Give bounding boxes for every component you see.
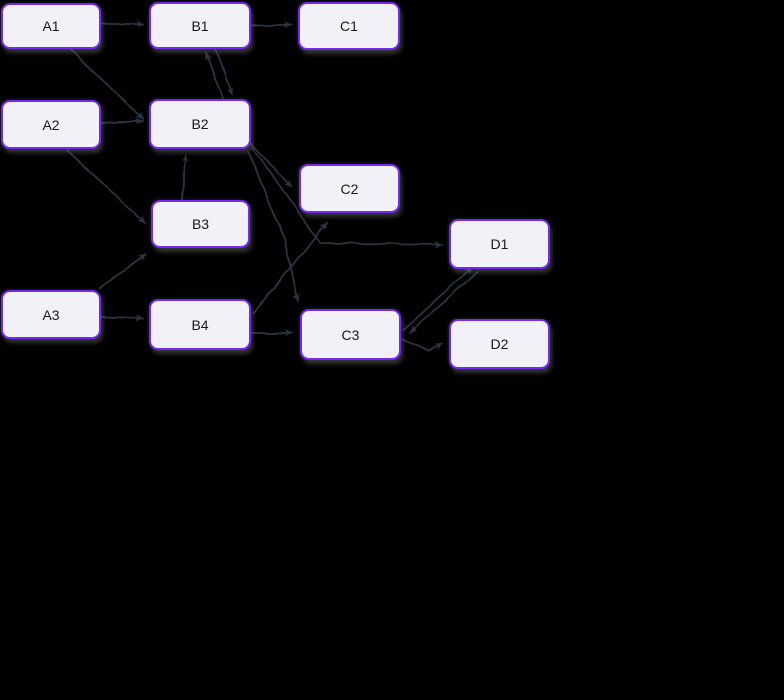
node-B1[interactable]: B1 bbox=[149, 2, 251, 49]
node-label-C1: C1 bbox=[340, 18, 358, 34]
node-label-B3: B3 bbox=[191, 216, 210, 232]
node-C3[interactable]: C3 bbox=[300, 309, 401, 360]
node-label-B1: B1 bbox=[191, 17, 209, 34]
node-D2[interactable]: D2 bbox=[449, 319, 550, 369]
node-C2[interactable]: C2 bbox=[299, 164, 400, 213]
node-B4[interactable]: B4 bbox=[149, 299, 251, 350]
node-label-D2: D2 bbox=[490, 336, 509, 352]
node-D1[interactable]: D1 bbox=[449, 219, 550, 269]
node-label-B4: B4 bbox=[191, 316, 209, 333]
node-label-C3: C3 bbox=[341, 326, 360, 343]
node-C1[interactable]: C1 bbox=[298, 2, 400, 50]
node-label-B2: B2 bbox=[191, 116, 209, 132]
node-A2[interactable]: A2 bbox=[1, 100, 101, 149]
node-label-D1: D1 bbox=[490, 236, 509, 252]
node-label-A3: A3 bbox=[42, 306, 60, 323]
node-label-A1: A1 bbox=[42, 18, 60, 34]
node-A1[interactable]: A1 bbox=[1, 3, 101, 49]
node-B2[interactable]: B2 bbox=[149, 99, 251, 149]
node-A3[interactable]: A3 bbox=[1, 290, 101, 339]
node-B3[interactable]: B3 bbox=[151, 200, 250, 248]
node-label-C2: C2 bbox=[340, 180, 359, 197]
node-label-A2: A2 bbox=[42, 116, 60, 133]
